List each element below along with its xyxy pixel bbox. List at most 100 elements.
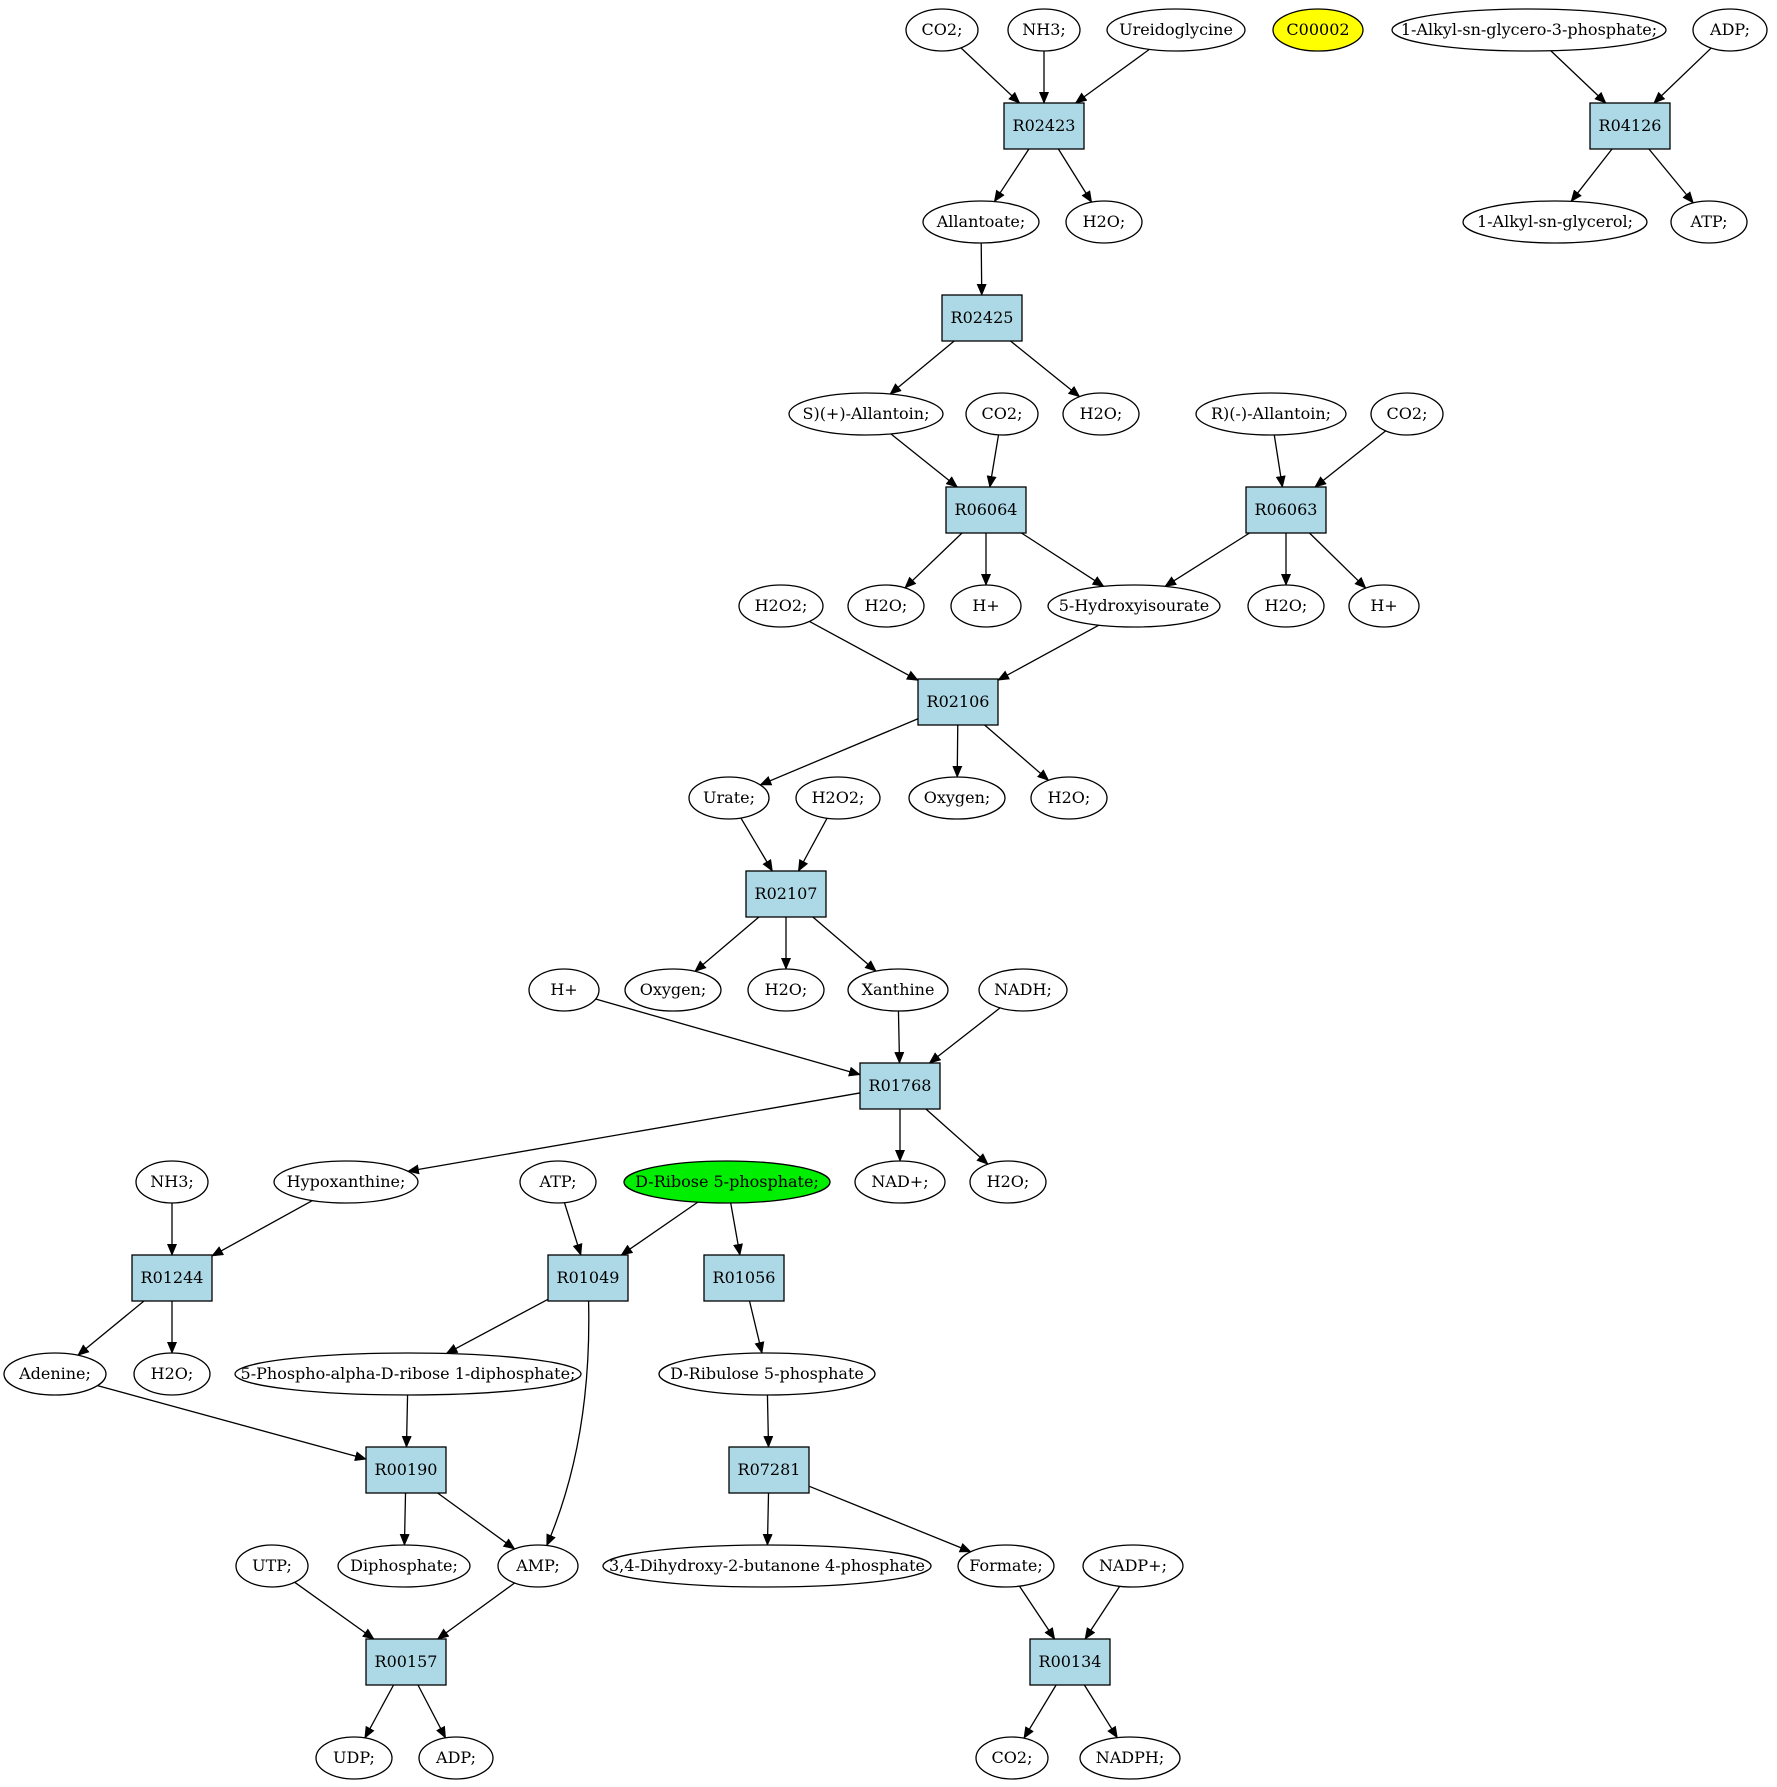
edge-r01244-to-adenine (77, 1300, 145, 1356)
compound-node-nh3-a[interactable]: NH3; (1007, 8, 1081, 52)
compound-node-ureidoglycine[interactable]: Ureidoglycine (1106, 8, 1246, 52)
compound-node-udp[interactable]: UDP; (315, 1736, 393, 1780)
compound-ellipse (273, 1160, 419, 1204)
reaction-node-r01244[interactable]: R01244 (131, 1254, 213, 1302)
reaction-box (1589, 102, 1671, 150)
reaction-node-r01049[interactable]: R01049 (547, 1254, 629, 1302)
reaction-node-r00134[interactable]: R00134 (1029, 1638, 1111, 1686)
compound-node-h2o2-b[interactable]: H2O2; (795, 776, 881, 820)
reaction-node-r02425[interactable]: R02425 (941, 294, 1023, 342)
node-label: AMP; (515, 1556, 560, 1575)
node-label: R04126 (1599, 116, 1662, 135)
compound-node-nadplus[interactable]: NAD+; (854, 1160, 946, 1204)
reaction-node-r04126[interactable]: R04126 (1589, 102, 1671, 150)
reaction-node-r01056[interactable]: R01056 (703, 1254, 785, 1302)
compound-node-alkylglycerol[interactable]: 1-Alkyl-sn-glycerol; (1462, 200, 1648, 244)
reaction-node-r02107[interactable]: R02107 (745, 870, 827, 918)
compound-node-nadh[interactable]: NADH; (978, 968, 1068, 1012)
compound-node-hplus-b[interactable]: H+ (1348, 584, 1420, 628)
compound-node-dhbp[interactable]: 3,4-Dihydroxy-2-butanone 4-phosphate (602, 1544, 932, 1588)
compound-node-hplus-a[interactable]: H+ (950, 584, 1022, 628)
reaction-node-r02423[interactable]: R02423 (1003, 102, 1085, 150)
edge-s_allantoin-to-r06064 (890, 433, 959, 488)
compound-node-h2o-f[interactable]: H2O; (747, 968, 825, 1012)
compound-node-h2o2-a[interactable]: H2O2; (738, 584, 824, 628)
edge-atp_b-to-r01049 (563, 1202, 583, 1256)
reaction-node-r00157[interactable]: R00157 (365, 1638, 447, 1686)
edge-allantoate-to-r02425 (976, 242, 987, 296)
compound-node-hydroxyisourate[interactable]: 5-Hydroxyisourate (1047, 584, 1221, 628)
compound-node-oxygen-b[interactable]: Oxygen; (624, 968, 722, 1012)
compound-node-adp-b[interactable]: ADP; (418, 1736, 494, 1780)
compound-node-s-allantoin[interactable]: S)(+)-Allantoin; (788, 392, 944, 436)
compound-ellipse (957, 1544, 1055, 1588)
compound-node-hplus-c[interactable]: H+ (528, 968, 600, 1012)
compound-node-h2o-c[interactable]: H2O; (847, 584, 925, 628)
compound-node-atp-a[interactable]: ATP; (1670, 200, 1748, 244)
compound-node-urate[interactable]: Urate; (688, 776, 770, 820)
reaction-box (365, 1446, 447, 1494)
reaction-node-r01768[interactable]: R01768 (859, 1062, 941, 1110)
nodes-layer: CO2; NH3; Ureidoglycine C00002 1-Alkyl-sn-gl… (3, 8, 1768, 1780)
compound-ellipse (950, 584, 1022, 628)
compound-ellipse (1030, 776, 1108, 820)
compound-node-h2o-g[interactable]: H2O; (969, 1160, 1047, 1204)
compound-node-allantoate[interactable]: Allantoate; (922, 200, 1040, 244)
node-label: CO2; (1387, 404, 1428, 423)
compound-ellipse (922, 200, 1040, 244)
compound-node-co2-d[interactable]: CO2; (975, 1736, 1049, 1780)
edge-nadpplus-to-r00134 (1084, 1585, 1121, 1640)
compound-node-h2o-h[interactable]: H2O; (133, 1352, 211, 1396)
reaction-node-r06064[interactable]: R06064 (945, 486, 1027, 534)
node-label: Xanthine (862, 980, 935, 999)
compound-node-h2o-d[interactable]: H2O; (1247, 584, 1325, 628)
node-label: R01056 (713, 1268, 776, 1287)
compound-node-r-allantoin[interactable]: R)(-)-Allantoin; (1195, 392, 1347, 436)
edge-r_allantoin-to-r06063 (1273, 434, 1286, 488)
compound-node-amp[interactable]: AMP; (497, 1544, 579, 1588)
reaction-node-r07281[interactable]: R07281 (728, 1446, 810, 1494)
node-label: Formate; (969, 1556, 1043, 1575)
node-label: ADP; (435, 1748, 476, 1767)
compound-node-c00002[interactable]: C00002 (1272, 8, 1364, 52)
compound-node-co2-a[interactable]: CO2; (905, 8, 979, 52)
node-label: 5-Hydroxyisourate (1059, 596, 1210, 615)
compound-node-prpp[interactable]: 5-Phospho-alpha-D-ribose 1-diphosphate; (234, 1352, 582, 1396)
node-label: H+ (1370, 596, 1397, 615)
node-label: H+ (550, 980, 577, 999)
compound-node-nh3-b[interactable]: NH3; (135, 1160, 209, 1204)
compound-node-h2o-a[interactable]: H2O; (1065, 200, 1143, 244)
compound-node-h2o-b[interactable]: H2O; (1062, 392, 1140, 436)
compound-node-xanthine[interactable]: Xanthine (847, 968, 949, 1012)
compound-node-nadph[interactable]: NADPH; (1079, 1736, 1181, 1780)
reaction-node-r02106[interactable]: R02106 (917, 678, 999, 726)
reaction-node-r06063[interactable]: R06063 (1245, 486, 1327, 534)
compound-ellipse (235, 1544, 309, 1588)
reaction-box (917, 678, 999, 726)
compound-node-diphosphate[interactable]: Diphosphate; (337, 1544, 471, 1588)
compound-node-hypoxanthine[interactable]: Hypoxanthine; (273, 1160, 419, 1204)
edge-r01049-to-prpp (445, 1298, 549, 1355)
node-label: R06063 (1255, 500, 1318, 519)
compound-ellipse (497, 1544, 579, 1588)
compound-ellipse (1272, 8, 1364, 52)
compound-node-alkylglycerophosphate[interactable]: 1-Alkyl-sn-glycero-3-phosphate; (1391, 8, 1667, 52)
compound-node-adenine[interactable]: Adenine; (3, 1352, 107, 1396)
compound-node-nadpplus[interactable]: NADP+; (1082, 1544, 1184, 1588)
compound-node-formate[interactable]: Formate; (957, 1544, 1055, 1588)
compound-node-atp-b[interactable]: ATP; (519, 1160, 597, 1204)
compound-node-co2-b[interactable]: CO2; (965, 392, 1039, 436)
compound-ellipse (1670, 200, 1748, 244)
compound-node-h2o-e[interactable]: H2O; (1030, 776, 1108, 820)
compound-node-adp-a[interactable]: ADP; (1692, 8, 1768, 52)
compound-ellipse (688, 776, 770, 820)
compound-node-utp[interactable]: UTP; (235, 1544, 309, 1588)
compound-ellipse (519, 1160, 597, 1204)
compound-node-ribulose5p[interactable]: D-Ribulose 5-phosphate (658, 1352, 876, 1396)
edge-r01768-to-h2o_g (925, 1108, 989, 1165)
compound-node-ribose5p[interactable]: D-Ribose 5-phosphate; (623, 1160, 831, 1204)
compound-node-co2-c[interactable]: CO2; (1370, 392, 1444, 436)
compound-ellipse (602, 1544, 932, 1588)
reaction-node-r00190[interactable]: R00190 (365, 1446, 447, 1494)
compound-node-oxygen-a[interactable]: Oxygen; (908, 776, 1006, 820)
